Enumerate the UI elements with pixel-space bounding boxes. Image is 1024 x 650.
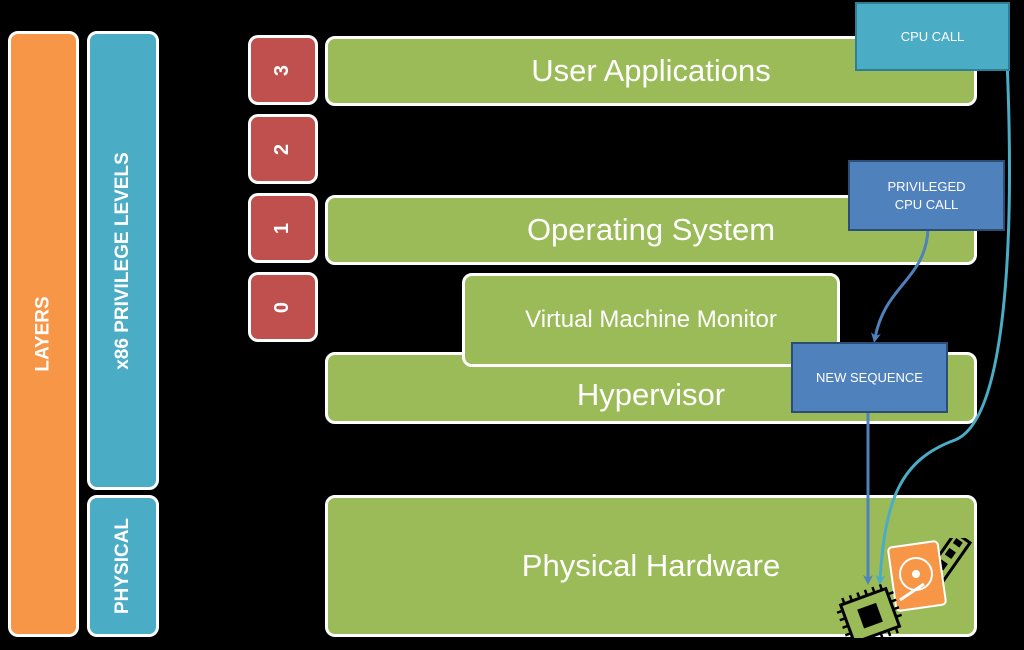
new-sequence-label: NEW SEQUENCE	[816, 369, 923, 385]
cpu-call-box: CPU CALL	[855, 2, 1010, 71]
cpu-call-arrow	[875, 59, 1011, 585]
user-applications-label: User Applications	[531, 53, 771, 88]
hardware-icons	[836, 538, 973, 638]
cpu-call-label: CPU CALL	[900, 28, 965, 44]
ring-1-box: 1	[248, 193, 318, 263]
layers-bar: LAYERS	[8, 31, 79, 637]
operating-system-label: Operating System	[526, 212, 776, 247]
hard-drive-icon	[887, 540, 947, 612]
cpu-chip-icon	[836, 583, 903, 638]
hypervisor-label: Hypervisor	[576, 377, 726, 412]
privileged-call-label-line2: CPU CALL	[894, 196, 959, 212]
virtual-machine-monitor-label: Virtual Machine Monitor	[525, 306, 777, 333]
ring-2-box: 2	[248, 114, 318, 184]
ring-0-box: 0	[248, 272, 318, 342]
privileged-call-arrow	[871, 229, 930, 343]
physical-bar: PHYSICAL	[87, 495, 159, 637]
privileged-cpu-call-box: PRIVILEGED CPU CALL	[848, 160, 1005, 231]
privileged-call-label-line1: PRIVILEGED	[887, 178, 966, 194]
virtual-machine-monitor-layer: Virtual Machine Monitor	[462, 273, 840, 367]
privilege-levels-bar: x86 PRIVILEGE LEVELS	[87, 31, 159, 490]
physical-hardware-label: Physical Hardware	[521, 548, 781, 583]
ring-3-box: 3	[248, 35, 318, 105]
new-sequence-box: NEW SEQUENCE	[791, 342, 948, 413]
